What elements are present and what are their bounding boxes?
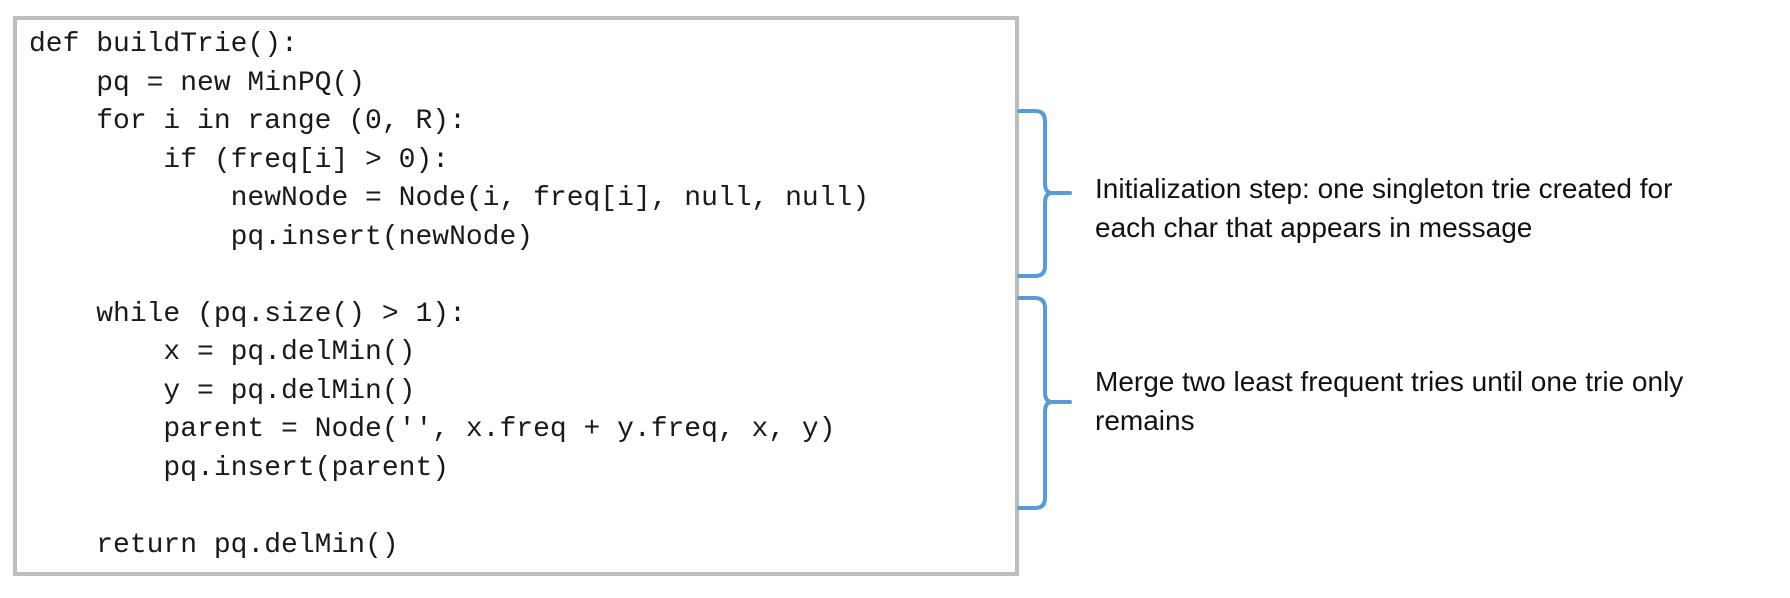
code-line-5: newNode = Node(i, freq[i], null, null) xyxy=(29,183,870,214)
merge-brace xyxy=(1017,296,1072,510)
code-line-6: pq.insert(newNode) xyxy=(29,222,534,253)
merge-annotation: Merge two least frequent tries until one… xyxy=(1095,362,1775,440)
init-annotation-line-1: Initialization step: one singleton trie … xyxy=(1095,173,1673,204)
code-panel: def buildTrie(): pq = new MinPQ() for i … xyxy=(13,16,1019,576)
code-line-12: pq.insert(parent) xyxy=(29,453,450,484)
code-line-3: for i in range (0, R): xyxy=(29,106,466,137)
code-line-11: parent = Node('', x.freq + y.freq, x, y) xyxy=(29,414,836,445)
init-annotation: Initialization step: one singleton trie … xyxy=(1095,169,1775,247)
code-line-4: if (freq[i] > 0): xyxy=(29,145,450,176)
init-annotation-line-2: each char that appears in message xyxy=(1095,212,1533,243)
init-brace xyxy=(1017,109,1072,278)
code-line-9: x = pq.delMin() xyxy=(29,337,416,368)
code-line-1: def buildTrie(): xyxy=(29,29,298,60)
code-line-2: pq = new MinPQ() xyxy=(29,68,366,99)
code-line-10: y = pq.delMin() xyxy=(29,376,416,407)
merge-annotation-line-1: Merge two least frequent tries until one… xyxy=(1095,366,1684,397)
merge-annotation-line-2: remains xyxy=(1095,405,1195,436)
code-line-8: while (pq.size() > 1): xyxy=(29,299,466,330)
code-line-14: return pq.delMin() xyxy=(29,530,399,561)
